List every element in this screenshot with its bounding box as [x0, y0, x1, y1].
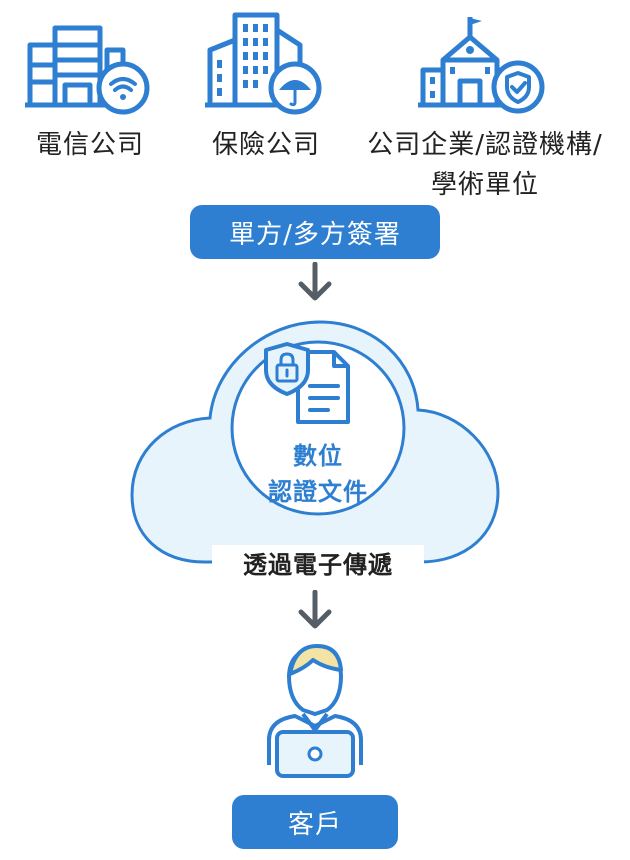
user-laptop-icon	[255, 640, 375, 780]
source-label-insurance: 保險公司	[211, 130, 320, 160]
source-label-institution-line2: 學術單位	[430, 170, 539, 200]
source-label-telecom: 電信公司	[35, 130, 144, 160]
cloud-caption: 透過電子傳遞	[212, 545, 424, 580]
source-label-institution-line1: 公司企業/認證機構/	[367, 130, 603, 160]
telecom-building-wifi-icon	[25, 20, 155, 115]
down-arrow-icon	[295, 589, 335, 630]
locked-document-icon	[262, 340, 357, 430]
insurance-building-umbrella-icon	[205, 10, 325, 115]
document-label-line2: 認證文件	[268, 478, 368, 506]
document-label-line1: 數位	[293, 442, 343, 470]
institution-building-shield-icon	[418, 15, 548, 115]
signing-pill: 單方/多方簽署	[190, 205, 440, 259]
down-arrow-icon	[295, 261, 335, 302]
recipient-pill: 客戶	[232, 795, 398, 849]
